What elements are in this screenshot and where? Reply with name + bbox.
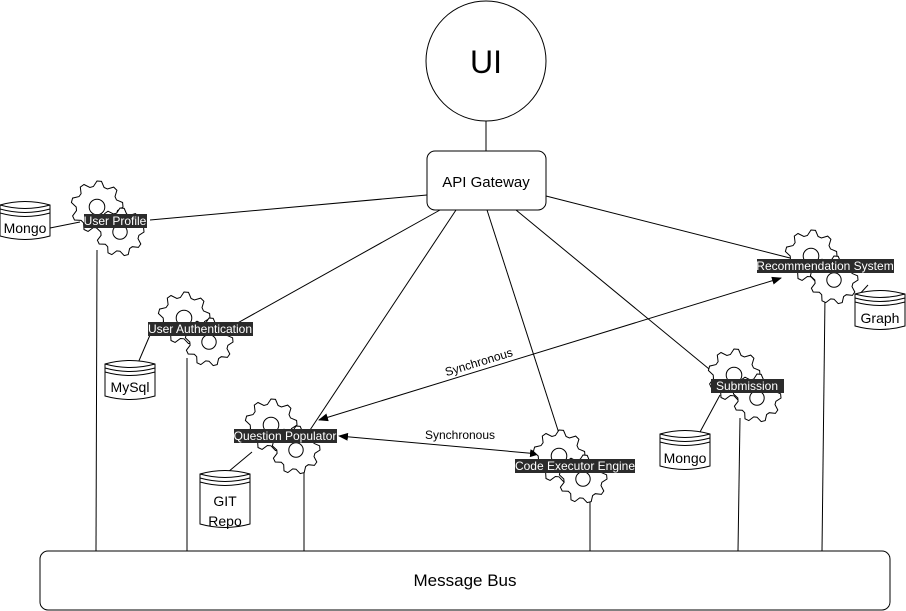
message-bus-node: Message Bus	[39, 550, 891, 611]
edge-gateway-user-auth	[224, 209, 441, 331]
edge-profile-db	[49, 221, 81, 229]
ui-node: UI	[425, 0, 547, 122]
profile-db-label: Mongo	[4, 220, 47, 236]
service-labels: User Profile User Authentication Questio…	[84, 214, 894, 473]
edge-bus-user-profile	[95, 249, 98, 552]
connectors	[49, 121, 869, 552]
edge-sync-recommendation-question	[318, 276, 782, 422]
sync-label-bottom: Synchronous	[425, 428, 495, 442]
profile-database: Mongo	[0, 201, 51, 240]
auth-database: MySql	[104, 360, 156, 400]
auth-db-label: MySql	[111, 379, 150, 395]
submission-label: Submission	[716, 379, 778, 393]
edge-gateway-question-populator	[309, 209, 457, 431]
edge-gateway-recommendation	[545, 195, 791, 259]
question-populator-label-bg	[234, 429, 337, 443]
edge-gateway-submission	[515, 209, 721, 379]
recommendation-label-bg	[757, 259, 894, 273]
code-executor-label-bg	[515, 459, 635, 473]
api-gateway-node: API Gateway	[426, 150, 547, 211]
edge-bus-recommendation	[821, 295, 826, 552]
code-executor-label: Code Executor Engine	[515, 459, 635, 473]
edge-repo-db	[227, 451, 253, 473]
edge-auth-db	[137, 334, 151, 364]
service-gears	[70, 180, 859, 504]
user-profile-gear-large-hub	[88, 198, 106, 216]
user-auth-label-bg	[148, 322, 253, 336]
recommendation-gear-small-hub	[826, 272, 842, 288]
edge-bus-submission	[737, 417, 741, 552]
message-bus-label: Message Bus	[414, 571, 517, 590]
user-auth-label: User Authentication	[148, 322, 252, 336]
api-gateway-label: API Gateway	[442, 174, 530, 191]
edge-sync-question-executor	[338, 432, 540, 458]
submission-label-bg	[711, 379, 784, 393]
code-executor-gear-small-hub	[575, 471, 591, 487]
repo-database: GIT Repo	[199, 470, 251, 529]
user-profile-label-bg	[84, 214, 147, 228]
ui-label: UI	[470, 44, 502, 80]
submission-db-label: Mongo	[664, 450, 707, 466]
recommendation-db-label: Graph	[861, 310, 900, 326]
repo-db-label-line2: Repo	[208, 513, 242, 529]
sync-label-top: Synchronous	[443, 345, 514, 379]
user-profile-label: User Profile	[84, 214, 147, 228]
edge-submission-db	[699, 394, 721, 433]
repo-db-label-line1: GIT	[213, 493, 237, 509]
edge-gateway-code-executor	[486, 209, 566, 453]
edge-gateway-user-profile	[149, 194, 428, 221]
user-auth-gear-small-hub	[201, 334, 217, 350]
submission-database: Mongo	[659, 430, 711, 470]
recommendation-database: Graph	[854, 290, 906, 330]
databases: Mongo MySql GIT Repo Mongo	[0, 201, 906, 529]
recommendation-label: Recommendation System	[756, 259, 893, 273]
question-populator-gear-small-hub	[288, 442, 304, 458]
question-populator-label: Question Populator	[234, 429, 337, 443]
